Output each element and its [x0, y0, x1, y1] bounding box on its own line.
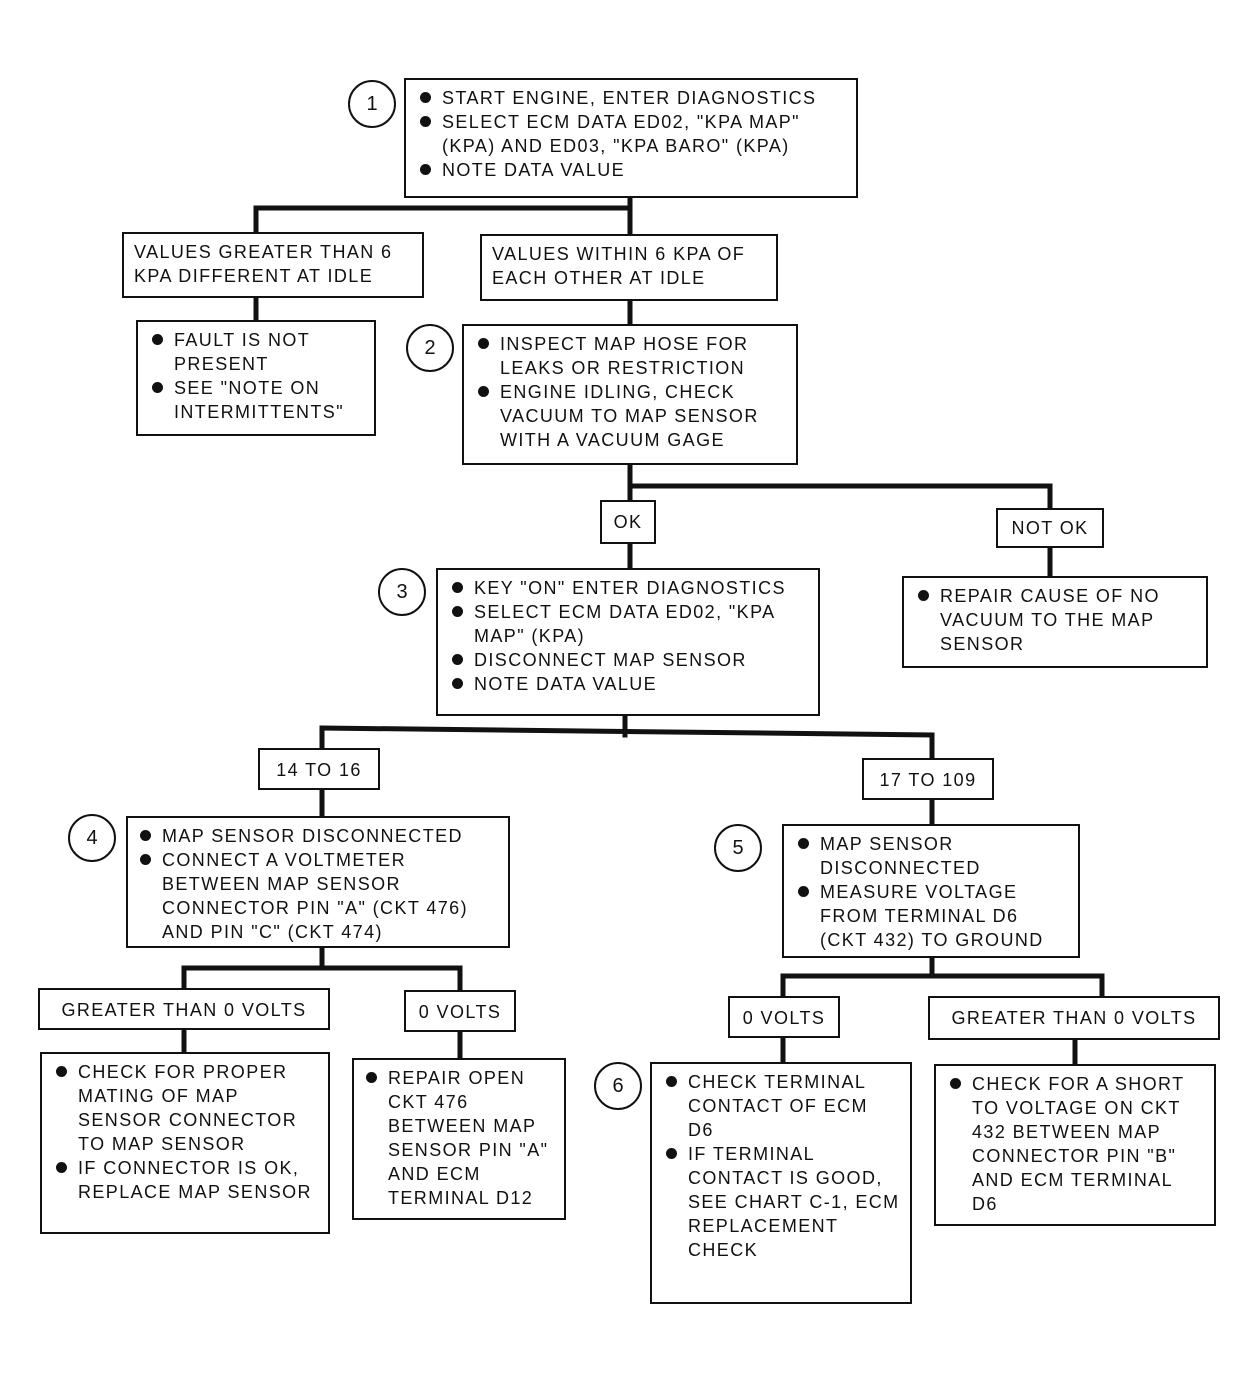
- condition-14-to-16: 14 TO 16: [258, 748, 380, 790]
- result-repair-vacuum: REPAIR CAUSE OF NO VACUUM TO THE MAP SEN…: [902, 576, 1208, 668]
- step-2-box: INSPECT MAP HOSE FOR LEAKS OR RESTRICTIO…: [462, 324, 798, 465]
- condition-step5-0-volts: 0 VOLTS: [728, 996, 840, 1038]
- step-number-6: 6: [594, 1062, 642, 1110]
- step-6-item: IF TERMINAL CONTACT IS GOOD, SEE CHART C…: [662, 1142, 900, 1262]
- step-6-box: CHECK TERMINAL CONTACT OF ECM D6 IF TERM…: [650, 1062, 912, 1304]
- condition-values-greater-than-6: VALUES GREATER THAN 6 kPa DIFFERENT AT I…: [122, 232, 424, 298]
- step-3-item: SELECT ECM DATA ED02, "kPa MAP" (kPa): [448, 600, 808, 648]
- result-fault-not-present: FAULT IS NOT PRESENT SEE "NOTE ON INTERM…: [136, 320, 376, 436]
- step-5-item: MAP SENSOR DISCONNECTED: [794, 832, 1068, 880]
- step-number-1: 1: [348, 80, 396, 128]
- step-4-item: CONNECT A VOLTMETER BETWEEN MAP SENSOR C…: [136, 848, 500, 944]
- result-repair-open-ckt-476: REPAIR OPEN CKT 476 BETWEEN MAP SENSOR P…: [352, 1058, 566, 1220]
- condition-ok: OK: [600, 500, 656, 544]
- result-item: REPAIR CAUSE OF NO VACUUM TO THE MAP SEN…: [914, 584, 1196, 656]
- condition-step4-0-volts: 0 VOLTS: [404, 990, 516, 1032]
- step-2-item: INSPECT MAP HOSE FOR LEAKS OR RESTRICTIO…: [474, 332, 786, 380]
- condition-step5-greater-than-0-volts: GREATER THAN 0 VOLTS: [928, 996, 1220, 1040]
- step-6-item: CHECK TERMINAL CONTACT OF ECM D6: [662, 1070, 900, 1142]
- step-number-5: 5: [714, 824, 762, 872]
- step-5-item: MEASURE VOLTAGE FROM TERMINAL D6 (CKT 43…: [794, 880, 1068, 952]
- result-item: REPAIR OPEN CKT 476 BETWEEN MAP SENSOR P…: [362, 1066, 556, 1210]
- result-item: CHECK FOR PROPER MATING OF MAP SENSOR CO…: [52, 1060, 318, 1156]
- condition-step4-greater-than-0-volts: GREATER THAN 0 VOLTS: [38, 988, 330, 1030]
- step-1-item: NOTE DATA VALUE: [416, 158, 846, 182]
- step-4-item: MAP SENSOR DISCONNECTED: [136, 824, 500, 848]
- result-check-mating: CHECK FOR PROPER MATING OF MAP SENSOR CO…: [40, 1052, 330, 1234]
- step-5-box: MAP SENSOR DISCONNECTED MEASURE VOLTAGE …: [782, 824, 1080, 958]
- connector-line: [319, 725, 935, 738]
- result-check-short-ckt-432: CHECK FOR A SHORT TO VOLTAGE ON CKT 432 …: [934, 1064, 1216, 1226]
- step-1-item: SELECT ECM DATA ED02, "kPa MAP" (kPa) AN…: [416, 110, 846, 158]
- step-4-box: MAP SENSOR DISCONNECTED CONNECT A VOLTME…: [126, 816, 510, 948]
- step-1-box: START ENGINE, ENTER DIAGNOSTICS SELECT E…: [404, 78, 858, 198]
- step-number-3: 3: [378, 568, 426, 616]
- result-item: IF CONNECTOR IS OK, REPLACE MAP SENSOR: [52, 1156, 318, 1204]
- condition-17-to-109: 17 TO 109: [862, 758, 994, 800]
- step-3-item: DISCONNECT MAP SENSOR: [448, 648, 808, 672]
- result-item: CHECK FOR A SHORT TO VOLTAGE ON CKT 432 …: [946, 1072, 1204, 1216]
- step-1-item: START ENGINE, ENTER DIAGNOSTICS: [416, 86, 846, 110]
- step-3-box: KEY "ON" ENTER DIAGNOSTICS SELECT ECM DA…: [436, 568, 820, 716]
- step-3-item: KEY "ON" ENTER DIAGNOSTICS: [448, 576, 808, 600]
- result-item: SEE "NOTE ON INTERMITTENTS": [148, 376, 364, 424]
- condition-not-ok: NOT OK: [996, 508, 1104, 548]
- step-2-item: ENGINE IDLING, CHECK VACUUM TO MAP SENSO…: [474, 380, 786, 452]
- result-item: FAULT IS NOT PRESENT: [148, 328, 364, 376]
- step-3-item: NOTE DATA VALUE: [448, 672, 808, 696]
- condition-values-within-6: VALUES WITHIN 6 kPa OF EACH OTHER AT IDL…: [480, 234, 778, 301]
- step-number-2: 2: [406, 324, 454, 372]
- step-number-4: 4: [68, 814, 116, 862]
